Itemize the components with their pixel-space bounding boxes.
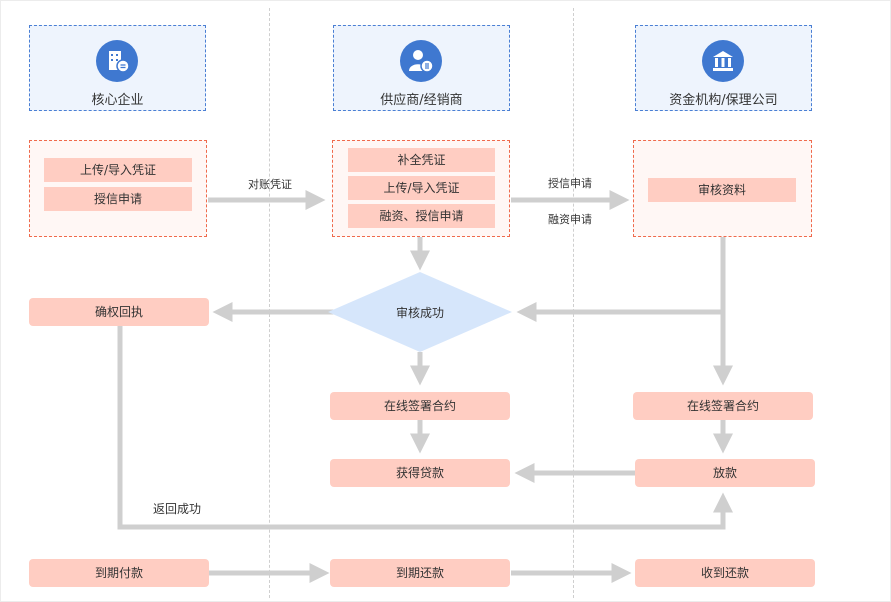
column-title: 供应商/经销商 xyxy=(380,93,463,108)
column-core-enterprise: 核心企业 xyxy=(29,25,206,111)
disburse-node[interactable]: 放款 xyxy=(635,459,815,487)
core-actions-group: 上传/导入凭证 授信申请 xyxy=(29,140,207,237)
funder-actions-group: 审核资料 xyxy=(633,140,812,237)
confirm-receipt-node[interactable]: 确权回执 xyxy=(29,298,209,326)
receive-repayment-node[interactable]: 收到还款 xyxy=(635,559,815,587)
review-materials-item[interactable]: 审核资料 xyxy=(648,178,796,202)
get-loan-node[interactable]: 获得贷款 xyxy=(330,459,510,487)
building-cash-icon xyxy=(96,40,138,82)
lane-divider xyxy=(269,8,270,598)
finance-apply-item[interactable]: 融资、授信申请 xyxy=(348,204,495,228)
credit-apply-label: 授信申请 xyxy=(548,177,592,190)
return-success-label: 返回成功 xyxy=(153,502,202,516)
bank-icon xyxy=(702,40,744,82)
audit-diamond xyxy=(328,272,512,352)
finance-apply-label: 融资申请 xyxy=(548,213,592,226)
upload-voucher-item[interactable]: 上传/导入凭证 xyxy=(348,176,495,200)
column-supplier: 供应商/经销商 xyxy=(333,25,510,111)
supplement-voucher-item[interactable]: 补全凭证 xyxy=(348,148,495,172)
supplier-sign-contract-node[interactable]: 在线签署合约 xyxy=(330,392,510,420)
user-coin-icon xyxy=(400,40,442,82)
upload-voucher-item[interactable]: 上传/导入凭证 xyxy=(44,158,192,182)
due-repayment-node[interactable]: 到期还款 xyxy=(330,559,510,587)
column-title: 核心企业 xyxy=(91,93,144,108)
reconcile-voucher-label: 对账凭证 xyxy=(248,178,292,191)
audit-success-node[interactable]: 审核成功 xyxy=(395,306,444,320)
due-payment-node[interactable]: 到期付款 xyxy=(29,559,209,587)
credit-apply-item[interactable]: 授信申请 xyxy=(44,187,192,211)
funder-sign-contract-node[interactable]: 在线签署合约 xyxy=(633,392,813,420)
column-funder: 资金机构/保理公司 xyxy=(635,25,812,111)
supplier-actions-group: 补全凭证 上传/导入凭证 融资、授信申请 xyxy=(332,140,510,237)
arrow-funder-to-audit xyxy=(516,237,726,322)
arrow-confirm-return xyxy=(117,326,733,530)
column-title: 资金机构/保理公司 xyxy=(669,93,778,108)
lane-divider xyxy=(573,8,574,598)
